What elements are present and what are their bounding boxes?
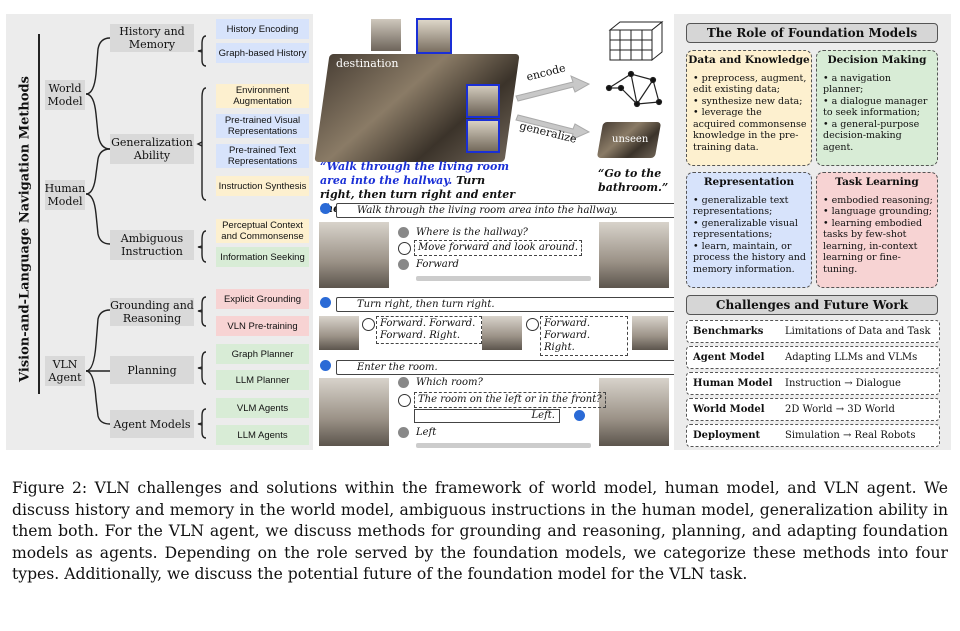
observation-image	[319, 316, 359, 350]
llm-icon	[398, 394, 411, 407]
grid-map-icon	[608, 20, 664, 62]
user-instruction-bar: Enter the room.	[336, 360, 688, 375]
box-data-knowledge: Data and Knowledge • preprocess, augment…	[686, 50, 812, 166]
robot-icon	[398, 377, 409, 388]
user-instruction-bar: Walk through the living room area into t…	[336, 203, 688, 218]
leaf-explicit-grounding: Explicit Grounding	[216, 289, 309, 309]
observation-image	[319, 378, 389, 446]
view-thumbnail	[416, 18, 452, 54]
agent-question: Which room?	[416, 377, 483, 388]
view-thumbnail	[371, 19, 401, 51]
user-icon	[320, 203, 331, 214]
leaf-pretrained-visual: Pre-trained Visual Representations	[216, 114, 309, 138]
box-representation: Representation • generalizable text repr…	[686, 172, 812, 288]
leaf-instruction-synthesis: Instruction Synthesis	[216, 176, 309, 196]
user-instruction-bar: Turn right, then turn right.	[336, 297, 688, 312]
observation-image	[482, 316, 522, 350]
agent-action: Left	[416, 427, 437, 438]
group-agent-models: Agent Models	[110, 410, 194, 438]
challenges-title: Challenges and Future Work	[686, 295, 938, 315]
leaf-graph-history: Graph-based History	[216, 43, 309, 63]
leaf-vln-pretraining: VLN Pre-training	[216, 316, 309, 336]
llm-answer: Forward. Forward. Forward. Right.	[376, 316, 482, 344]
group-grounding-reasoning: Grounding and Reasoning	[110, 298, 194, 326]
observation-image	[599, 378, 669, 446]
robot-icon	[398, 227, 409, 238]
robot-icon	[398, 427, 409, 438]
node-human-model: Human Model	[44, 180, 86, 210]
graph-icon	[605, 70, 663, 108]
leaf-information-seeking: Information Seeking	[216, 247, 309, 267]
user-icon	[574, 410, 585, 421]
user-reply: Left.	[414, 409, 560, 423]
group-planning: Planning	[110, 356, 194, 384]
llm-answer: The room on the left or in the front?	[414, 392, 606, 408]
leaf-vlm-agents: VLM Agents	[216, 398, 309, 418]
group-generalization: Generalization Ability	[110, 134, 194, 164]
foundation-model-panel: The Role of Foundation Models Data and K…	[674, 14, 951, 450]
group-history-memory: History and Memory	[110, 24, 194, 52]
box-task-learning: Task Learning • embodied reasoning; • la…	[816, 172, 938, 288]
box-decision-making: Decision Making • a navigation planner; …	[816, 50, 938, 166]
unseen-label: unseen	[612, 134, 649, 145]
observation-image	[319, 222, 389, 288]
role-title: The Role of Foundation Models	[686, 23, 938, 43]
llm-answer: Forward. Forward. Right.	[540, 316, 628, 356]
observation-image	[599, 222, 669, 288]
taxonomy-panel: Vision-and-Language Navigation Methods W…	[6, 14, 313, 450]
user-icon	[320, 360, 331, 371]
node-world-model: World Model	[45, 80, 85, 110]
user-icon	[320, 297, 331, 308]
llm-icon	[526, 318, 539, 331]
view-thumbnail	[466, 84, 500, 118]
view-thumbnail	[466, 119, 500, 153]
leaf-history-encoding: History Encoding	[216, 19, 309, 39]
goto-instruction: “Go to the bathroom.”	[598, 167, 669, 194]
llm-icon	[362, 318, 375, 331]
progress-track	[416, 443, 591, 448]
group-ambiguous-instruction: Ambiguous Instruction	[110, 230, 194, 260]
llm-answer: Move forward and look around.	[414, 240, 583, 256]
robot-icon	[398, 259, 409, 270]
flow-arrows	[515, 75, 591, 141]
tree-connectors	[85, 35, 207, 439]
agent-question: Where is the hallway?	[416, 227, 528, 238]
leaf-env-augmentation: Environment Augmentation	[216, 84, 309, 108]
leaf-perceptual-context: Perceptual Context and Commonsense	[216, 219, 309, 243]
destination-label: destination	[336, 57, 399, 70]
observation-image	[632, 316, 668, 350]
llm-icon	[398, 242, 411, 255]
progress-track	[416, 276, 591, 281]
leaf-pretrained-text: Pre-trained Text Representations	[216, 144, 309, 168]
leaf-llm-agents: LLM Agents	[216, 425, 309, 445]
agent-action: Forward	[416, 259, 459, 270]
figure-caption: Figure 2: VLN challenges and solutions w…	[12, 479, 948, 584]
leaf-graph-planner: Graph Planner	[216, 344, 309, 364]
node-vln-agent: VLN Agent	[45, 356, 85, 386]
illustration-panel: destination “Walk through the living roo…	[314, 14, 688, 450]
leaf-llm-planner: LLM Planner	[216, 370, 309, 390]
